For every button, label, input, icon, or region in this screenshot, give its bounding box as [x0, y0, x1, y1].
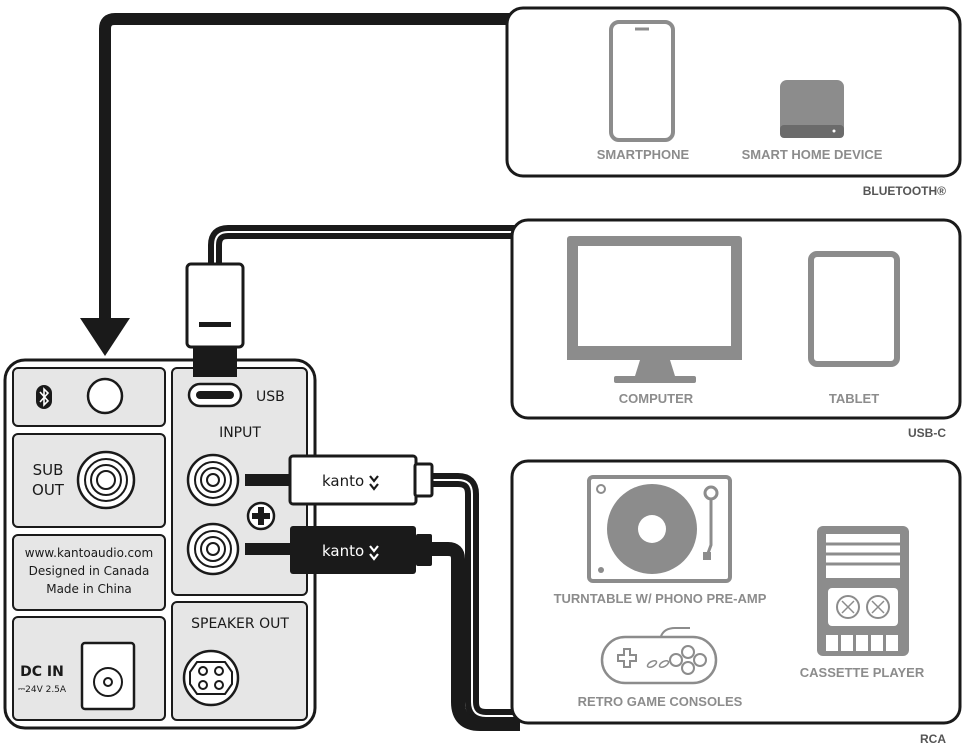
- bluetooth-pair-button: [86, 377, 124, 415]
- bluetooth-connection-line: [99, 13, 515, 335]
- speaker-out-label: SPEAKER OUT: [191, 616, 289, 632]
- smart-home-device-label: SMART HOME DEVICE: [742, 147, 883, 162]
- game-controller-icon: [600, 627, 718, 685]
- info-designed: Designed in Canada: [29, 564, 150, 578]
- sub-out-jack-icon: [76, 450, 136, 510]
- smart-home-device-icon: [780, 80, 844, 138]
- plus-icon: [246, 501, 276, 531]
- sub-out-label-line1: SUB: [33, 461, 64, 479]
- turntable-label: TURNTABLE W/ PHONO PRE-AMP: [554, 591, 767, 606]
- info-made: Made in China: [46, 582, 132, 596]
- input-label: INPUT: [219, 425, 261, 441]
- usb-port-label: USB: [256, 389, 285, 405]
- info-website: www.kantoaudio.com: [25, 546, 153, 560]
- computer-label: COMPUTER: [619, 391, 694, 406]
- rca-plug-black-brand: kanto: [322, 542, 364, 560]
- rca-plug-white: kanto: [245, 454, 434, 506]
- info-panel-section: [12, 534, 166, 611]
- sub-out-label-line2: OUT: [32, 481, 65, 499]
- retro-game-consoles-label: RETRO GAME CONSOLES: [578, 694, 743, 709]
- kanto-logo-icon-black: [369, 545, 379, 561]
- bluetooth-device-box: [505, 6, 962, 178]
- rca-jack-bottom-icon: [186, 522, 240, 576]
- rca-plug-white-brand: kanto: [322, 472, 364, 490]
- bluetooth-arrow-head: [80, 318, 130, 356]
- rca-cable-black: [430, 542, 520, 731]
- kanto-logo-icon-white: [369, 475, 379, 491]
- rca-plug-black: kanto: [245, 526, 432, 574]
- dc-in-rating: ⎓24V 2.5A: [18, 685, 67, 695]
- smartphone-icon: [609, 20, 675, 142]
- rca-caption: RCA: [920, 732, 946, 746]
- speaker-out-jack-icon: [182, 649, 240, 707]
- bluetooth-icon: [36, 385, 52, 409]
- bluetooth-caption: BLUETOOTH®: [863, 184, 946, 198]
- usb-c-port-icon: [187, 382, 243, 408]
- usbc-caption: USB-C: [908, 426, 946, 440]
- turntable-icon: [587, 475, 732, 583]
- cassette-player-label: CASSETTE PLAYER: [800, 665, 925, 680]
- usbc-plug-icon: [185, 262, 245, 377]
- usbc-cable: [208, 225, 515, 275]
- tablet-label: TABLET: [829, 391, 879, 406]
- smartphone-label: SMARTPHONE: [597, 147, 690, 162]
- computer-icon: [567, 236, 742, 383]
- dc-in-label: DC IN: [20, 664, 64, 680]
- rca-jack-top-icon: [186, 453, 240, 507]
- cassette-player-icon: [817, 526, 909, 656]
- dc-in-jack-icon: [80, 641, 136, 711]
- rca-cable-white: [430, 473, 520, 723]
- tablet-icon: [808, 251, 900, 367]
